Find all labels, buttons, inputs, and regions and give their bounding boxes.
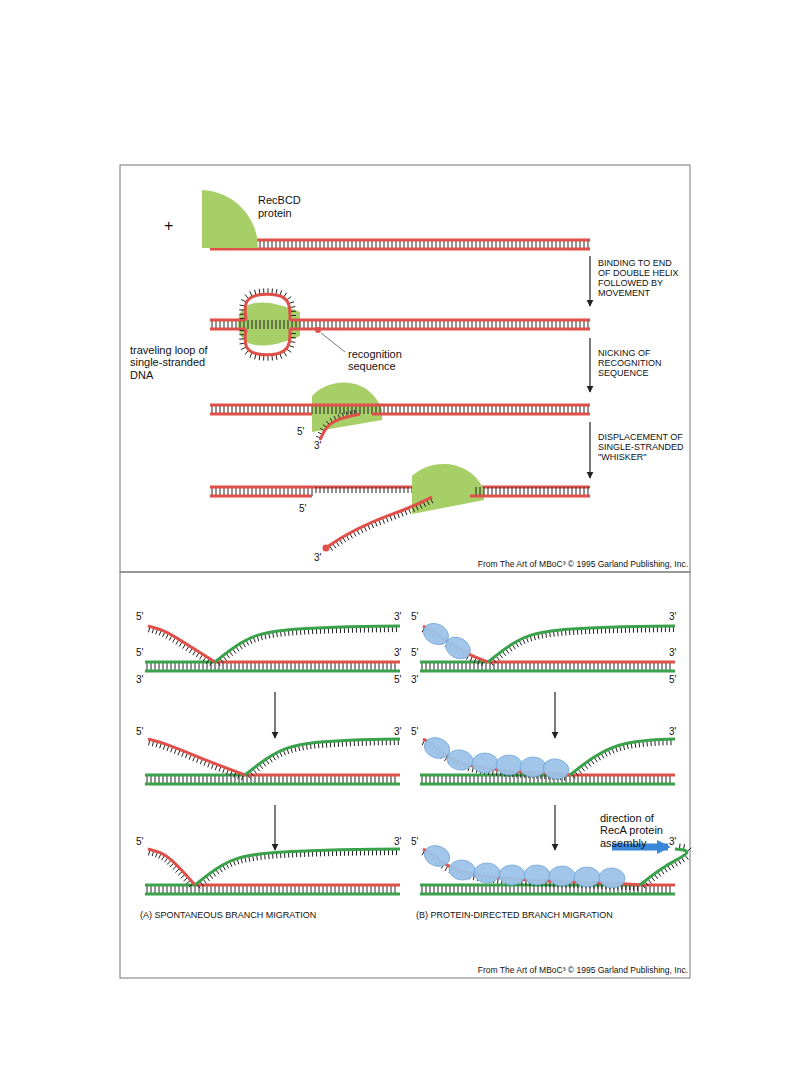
callout-label: traveling loop of single-stranded DNA: [130, 344, 230, 381]
double-helix: [210, 320, 590, 329]
step-label: NICKING OF RECOGNITION SEQUENCE: [598, 348, 686, 378]
strand-end-label: 5': [136, 726, 143, 737]
double-helix: [420, 662, 675, 671]
reca-protein: [574, 867, 600, 887]
recbcd-protein: [412, 464, 484, 514]
strand-end-label: 5': [669, 674, 676, 685]
single-strand: [326, 497, 433, 551]
single-strand: [239, 288, 296, 320]
step-arrow: [274, 692, 275, 738]
strand-end-label: 3': [669, 611, 676, 622]
credit-line: From The Art of MBoC³ © 1995 Garland Pub…: [478, 560, 688, 570]
step-arrow: [589, 422, 590, 478]
strand-end-label: 5': [411, 647, 418, 658]
strand-end-label: 5': [411, 726, 418, 737]
reca-protein: [520, 757, 546, 777]
reca-protein: [524, 865, 550, 885]
strand-end-label: 5': [136, 836, 143, 847]
callout-label: direction of RecA protein assembly: [600, 812, 682, 849]
step-label: DISPLACEMENT OF SINGLE-STRANDED "WHISKER…: [598, 432, 686, 462]
reca-protein: [549, 866, 575, 886]
reca-protein: [445, 748, 474, 772]
dna-drawing: [145, 240, 691, 894]
single-strand: [148, 626, 215, 666]
reca-protein: [474, 863, 500, 883]
strand-end-label: 3': [314, 552, 321, 563]
strand-end-label: 5': [136, 647, 143, 658]
single-strand: [570, 739, 675, 778]
single-strand: [316, 487, 420, 493]
protein-label: RecBCD protein: [258, 194, 318, 219]
credit-line: From The Art of MBoC³ © 1995 Garland Pub…: [478, 966, 688, 976]
panel-caption: (A) SPONTANEOUS BRANCH MIGRATION: [140, 910, 400, 920]
reca-protein: [442, 633, 475, 663]
double-helix: [470, 487, 590, 496]
step-label: BINDING TO END OF DOUBLE HELIX FOLLOWED …: [598, 258, 686, 298]
single-strand: [148, 849, 195, 887]
strand-end-label: 3': [394, 647, 401, 658]
strand-end-label: 3': [669, 726, 676, 737]
strand-end-label: 5': [297, 426, 304, 437]
strand-end: [323, 545, 330, 552]
double-helix: [210, 240, 590, 249]
strand-end-label: 5': [411, 836, 418, 847]
step-arrow: [274, 805, 275, 850]
strand-end-label: 5': [136, 611, 143, 622]
callout-label: recognition sequence: [348, 348, 428, 373]
single-strand: [195, 849, 400, 888]
step-arrow: [554, 805, 555, 850]
panel-frame: [120, 572, 690, 978]
step-arrow: [589, 338, 590, 392]
reca-protein: [472, 753, 498, 773]
single-strand: [488, 626, 675, 665]
recbcd-protein: [312, 382, 382, 432]
single-strand: [148, 739, 245, 780]
single-strand: [215, 626, 400, 665]
single-strand: [422, 849, 640, 891]
strand-end-label: 3': [394, 726, 401, 737]
strand-end-label: 5': [411, 611, 418, 622]
single-strand: [245, 739, 400, 778]
strand-end-label: 5': [394, 674, 401, 685]
leader-line: [321, 333, 345, 352]
strand-end-label: 3': [411, 674, 418, 685]
reca-protein: [496, 755, 522, 775]
step-arrow: [589, 256, 590, 306]
reca-protein: [499, 865, 525, 885]
strand-end-label: 3': [669, 647, 676, 658]
single-strand: [239, 329, 296, 361]
reca-protein: [421, 842, 452, 870]
double-helix: [210, 487, 590, 496]
reca-protein: [598, 867, 626, 889]
double-helix: [145, 662, 400, 671]
step-arrow: [554, 692, 555, 738]
recbcd-protein: [202, 190, 258, 248]
double-helix: [145, 885, 400, 894]
strand-end-label: 3': [394, 611, 401, 622]
strand-end-label: 3': [314, 440, 321, 451]
strand-end-label: 3': [136, 674, 143, 685]
reca-protein: [541, 757, 570, 781]
double-helix: [210, 405, 590, 414]
strand-end-label: 3': [669, 836, 676, 847]
single-strand: [316, 410, 360, 440]
plus-sign: +: [164, 217, 173, 235]
protein-shape: RecBCD protein: [198, 188, 348, 252]
recbcd-protein: [198, 188, 260, 252]
reca-protein: [448, 859, 476, 881]
double-helix: [145, 775, 400, 784]
panel-caption: (B) PROTEIN-DIRECTED BRANCH MIGRATION: [416, 910, 626, 920]
recognition-site: [315, 327, 321, 333]
strand-end-label: 3': [394, 836, 401, 847]
strand-end-label: 5': [299, 503, 306, 514]
panel-frame: [120, 165, 690, 572]
double-helix: [420, 885, 675, 894]
